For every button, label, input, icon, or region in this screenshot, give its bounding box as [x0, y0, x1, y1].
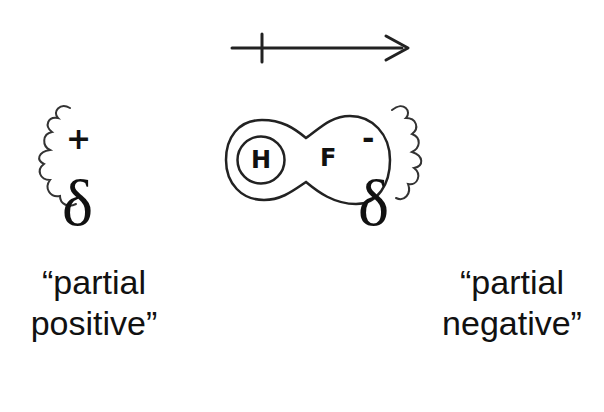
atom-symbol: H: [251, 148, 271, 172]
dipole-arrow-shaft: [232, 47, 402, 50]
atom-symbol: F: [320, 146, 336, 170]
dipole-arrow-cross: [261, 34, 264, 62]
partial-label: “partial positive”: [6, 262, 182, 344]
hydrogen-circle: H: [236, 135, 286, 185]
right-wavy-bracket: [392, 106, 421, 199]
delta-symbol: δ: [358, 170, 389, 236]
delta-symbol: δ: [62, 170, 93, 236]
partial-label: “partial negative”: [426, 262, 598, 344]
dipole-arrow-head: [386, 36, 408, 60]
charge-sign: -: [362, 124, 374, 154]
charge-sign: +: [66, 124, 91, 154]
